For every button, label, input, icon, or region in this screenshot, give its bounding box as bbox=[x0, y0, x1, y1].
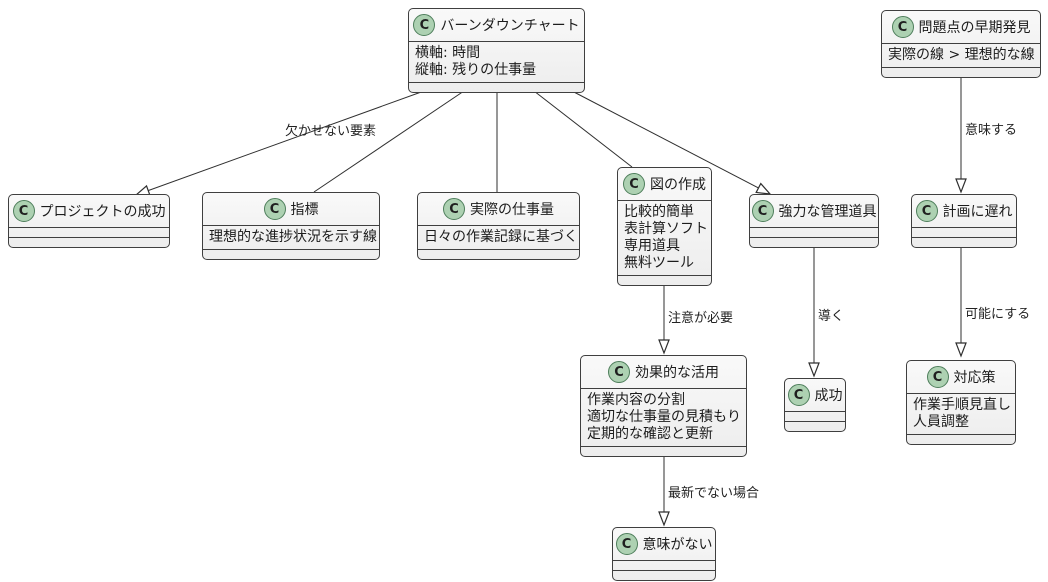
class-countermeasure: C 対応策 作業手順見直し 人員調整 bbox=[906, 360, 1016, 445]
class-attributes-empty bbox=[750, 228, 878, 238]
class-attribute: 日々の作業記録に基づく bbox=[424, 229, 578, 245]
class-name: 意味がない bbox=[642, 537, 713, 553]
class-name: 効果的な活用 bbox=[635, 365, 719, 381]
class-attributes: 日々の作業記録に基づく bbox=[418, 226, 579, 250]
class-attribute: 定期的な確認と更新 bbox=[587, 426, 713, 442]
edge-label-essential-element: 欠かせない要素 bbox=[285, 124, 377, 139]
class-attributes: 比較的簡単 表計算ソフト 専用道具 無料ツール bbox=[618, 201, 711, 276]
class-title: C 計画に遅れ bbox=[912, 195, 1016, 228]
class-attribute: 理想的な進捗状況を示す線 bbox=[209, 229, 377, 245]
class-attribute: 適切な仕事量の見積もり bbox=[587, 409, 741, 425]
class-icon: C bbox=[915, 200, 938, 222]
class-attribute: 作業手順見直し bbox=[913, 397, 1011, 413]
class-title: C 強力な管理道具 bbox=[750, 195, 878, 228]
class-attribute: 無料ツール bbox=[624, 255, 694, 271]
class-name: 図の作成 bbox=[650, 177, 706, 193]
class-indicator: C 指標 理想的な進捗状況を示す線 bbox=[202, 192, 380, 260]
class-name: 実際の仕事量 bbox=[470, 202, 554, 218]
class-icon: C bbox=[12, 200, 35, 222]
class-success: C 成功 bbox=[784, 378, 846, 432]
class-icon: C bbox=[608, 361, 630, 383]
class-icon: C bbox=[787, 384, 810, 406]
class-name: バーンダウンチャート bbox=[440, 18, 580, 34]
class-attributes-empty bbox=[613, 561, 715, 571]
edge-burndown-to-chart-creation bbox=[533, 90, 633, 168]
class-meaningless: C 意味がない bbox=[612, 527, 716, 581]
class-methods-empty bbox=[409, 83, 584, 92]
edge-label-means: 意味する bbox=[965, 123, 1018, 138]
class-methods-empty bbox=[581, 447, 746, 456]
class-methods-empty bbox=[418, 250, 579, 259]
class-title: C 成功 bbox=[785, 379, 845, 412]
class-methods-empty bbox=[750, 238, 878, 247]
class-icon: C bbox=[443, 198, 465, 220]
class-title: C 図の作成 bbox=[618, 168, 711, 201]
class-attributes: 作業手順見直し 人員調整 bbox=[907, 394, 1015, 435]
class-icon: C bbox=[751, 200, 774, 222]
class-methods-empty bbox=[882, 68, 1040, 77]
class-attribute: 縦軸: 残りの仕事量 bbox=[415, 62, 537, 78]
class-methods-empty bbox=[203, 250, 379, 259]
class-icon: C bbox=[413, 14, 436, 36]
edge-label-enables: 可能にする bbox=[965, 307, 1031, 322]
class-chart-creation: C 図の作成 比較的簡単 表計算ソフト 専用道具 無料ツール bbox=[617, 167, 712, 286]
class-management-tool: C 強力な管理道具 bbox=[749, 194, 879, 248]
class-attribute: 専用道具 bbox=[624, 238, 680, 254]
edge-label-leads-to: 導く bbox=[818, 309, 845, 324]
edge-burndown-to-management-tool bbox=[571, 90, 772, 195]
class-name: 計画に遅れ bbox=[942, 204, 1013, 220]
class-title: C バーンダウンチャート bbox=[409, 9, 584, 42]
class-name: 対応策 bbox=[953, 370, 996, 386]
class-attributes: 横軸: 時間 縦軸: 残りの仕事量 bbox=[409, 42, 584, 83]
class-attributes: 理想的な進捗状況を示す線 bbox=[203, 226, 379, 250]
class-methods-empty bbox=[912, 238, 1016, 247]
class-title: C 指標 bbox=[203, 193, 379, 226]
class-title: C 意味がない bbox=[613, 528, 715, 561]
class-attribute: 実際の線 > 理想的な線 bbox=[888, 47, 1035, 63]
edge-label-caution-needed: 注意が必要 bbox=[668, 311, 734, 326]
class-attributes-empty bbox=[785, 412, 845, 422]
class-attribute: 比較的簡単 bbox=[624, 204, 694, 220]
class-name: 指標 bbox=[290, 202, 319, 218]
class-icon: C bbox=[615, 533, 638, 555]
class-title: C 問題点の早期発見 bbox=[882, 11, 1040, 44]
class-name: プロジェクトの成功 bbox=[39, 204, 166, 220]
class-actual-work: C 実際の仕事量 日々の作業記録に基づく bbox=[417, 192, 580, 260]
class-name: 問題点の早期発見 bbox=[918, 20, 1031, 36]
class-attributes: 作業内容の分割 適切な仕事量の見積もり 定期的な確認と更新 bbox=[581, 389, 746, 447]
class-title: C プロジェクトの成功 bbox=[9, 195, 169, 228]
class-title: C 効果的な活用 bbox=[581, 356, 746, 389]
class-attributes: 実際の線 > 理想的な線 bbox=[882, 44, 1040, 68]
class-effective-use: C 効果的な活用 作業内容の分割 適切な仕事量の見積もり 定期的な確認と更新 bbox=[580, 355, 747, 457]
class-title: C 実際の仕事量 bbox=[418, 193, 579, 226]
class-name: 成功 bbox=[814, 388, 843, 404]
class-burndown-chart: C バーンダウンチャート 横軸: 時間 縦軸: 残りの仕事量 bbox=[408, 8, 585, 93]
class-methods-empty bbox=[9, 238, 169, 247]
class-attributes-empty bbox=[9, 228, 169, 238]
edge-burndown-to-project-success bbox=[134, 90, 425, 196]
class-attributes-empty bbox=[912, 228, 1016, 238]
edge-label-not-up-to-date: 最新でない場合 bbox=[668, 486, 760, 501]
class-title: C 対応策 bbox=[907, 361, 1015, 394]
class-name: 強力な管理道具 bbox=[778, 204, 877, 220]
class-attribute: 作業内容の分割 bbox=[587, 392, 685, 408]
class-icon: C bbox=[926, 366, 949, 388]
class-early-detection: C 問題点の早期発見 実際の線 > 理想的な線 bbox=[881, 10, 1041, 78]
class-methods-empty bbox=[618, 276, 711, 285]
class-methods-empty bbox=[613, 571, 715, 580]
class-attribute: 人員調整 bbox=[913, 414, 969, 430]
class-attribute: 横軸: 時間 bbox=[415, 45, 481, 61]
class-icon: C bbox=[623, 173, 645, 195]
class-attribute: 表計算ソフト bbox=[624, 221, 708, 237]
class-icon: C bbox=[263, 198, 286, 220]
class-methods-empty bbox=[907, 435, 1015, 444]
class-schedule-delay: C 計画に遅れ bbox=[911, 194, 1017, 248]
class-project-success: C プロジェクトの成功 bbox=[8, 194, 170, 248]
edge-burndown-to-indicator bbox=[313, 90, 465, 193]
class-methods-empty bbox=[785, 422, 845, 431]
class-icon: C bbox=[891, 16, 914, 38]
